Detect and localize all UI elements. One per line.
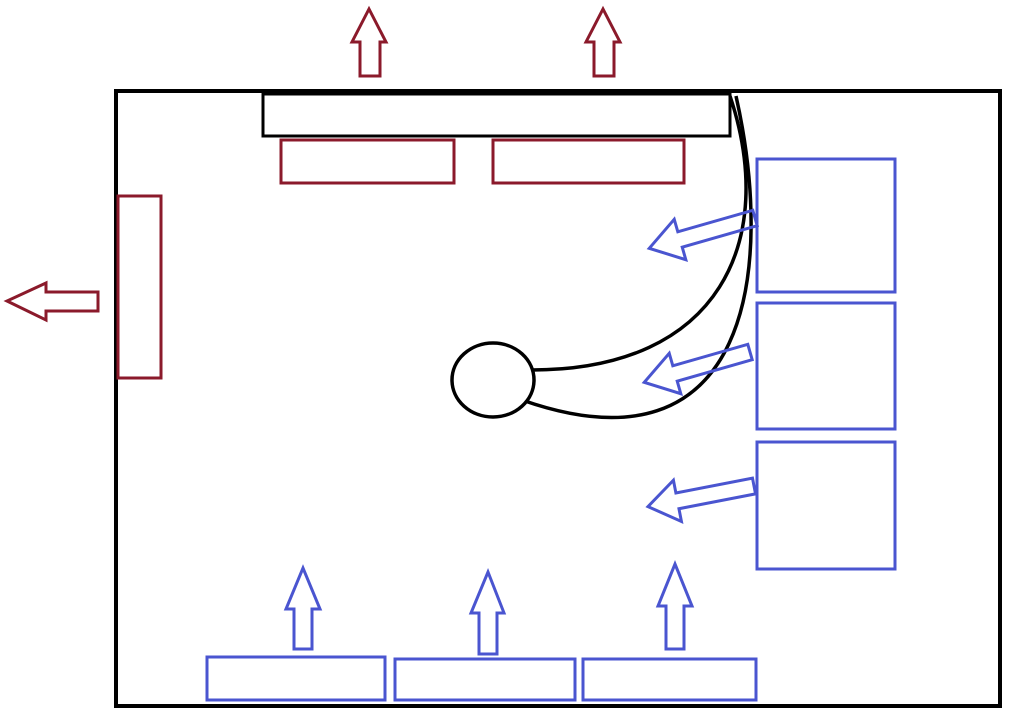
intake-arrow-icon-up-3 bbox=[655, 560, 695, 651]
exhaust-fan-left bbox=[116, 194, 163, 380]
top-unit-bar bbox=[261, 92, 732, 138]
exhaust-fan-top-right bbox=[491, 138, 686, 185]
intake-fan-right-2 bbox=[755, 301, 897, 431]
intake-arrow-icon-right-3 bbox=[645, 476, 758, 525]
exhaust-arrow-icon-left bbox=[3, 280, 100, 323]
exhaust-fan-top-left bbox=[279, 138, 456, 185]
intake-fan-right-3 bbox=[755, 440, 897, 571]
intake-arrow-icon-up-1 bbox=[283, 564, 323, 651]
intake-arrow-icon-right-1 bbox=[646, 208, 760, 262]
intake-fan-bottom-2 bbox=[393, 657, 577, 702]
intake-arrow-icon-up-2 bbox=[468, 567, 507, 656]
tube-lower bbox=[521, 95, 753, 420]
tube-upper bbox=[531, 95, 748, 372]
intake-fan-bottom-3 bbox=[581, 657, 758, 702]
room-outline bbox=[114, 89, 1002, 708]
hub-circle bbox=[450, 341, 536, 419]
intake-arrow-icon-right-2 bbox=[641, 342, 755, 396]
intake-fan-bottom-1 bbox=[205, 655, 387, 702]
intake-fan-right-1 bbox=[755, 157, 897, 294]
exhaust-arrow-icon-up-right bbox=[583, 5, 623, 78]
exhaust-arrow-icon-up-left bbox=[349, 5, 389, 78]
